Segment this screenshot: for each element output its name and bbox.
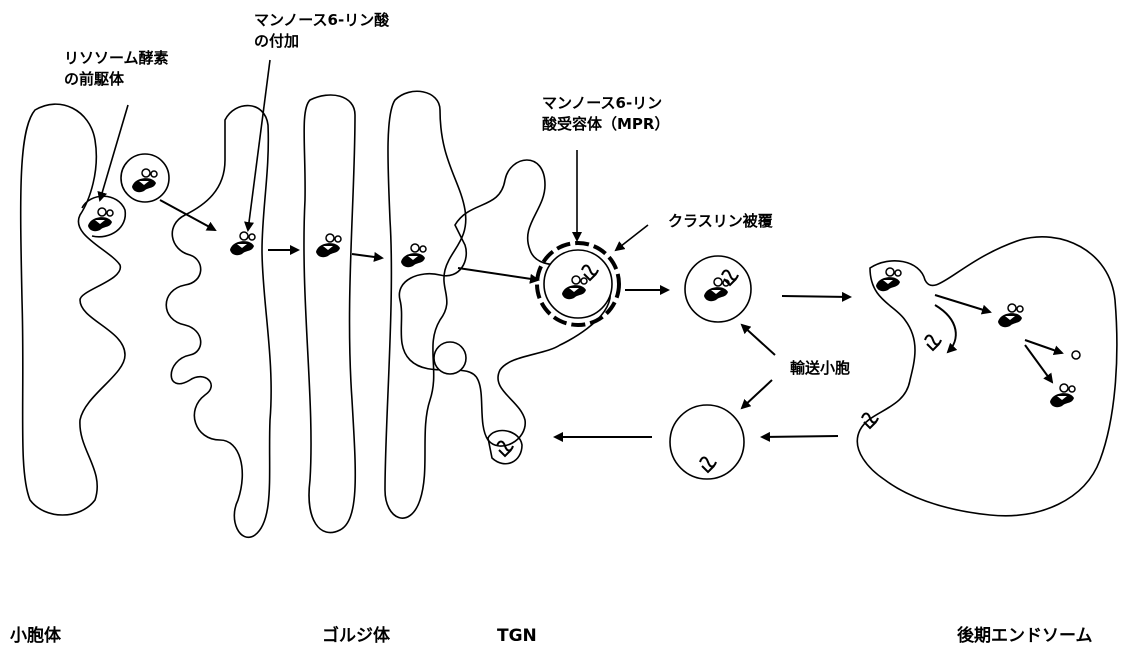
label-lysosomal-enzyme-precursor: リソソーム酵素 の前駆体 [64,48,169,90]
label-clathrin-coat: クラスリン被覆 [668,211,773,232]
compartment-golgi-text: ゴルジ体 [322,626,390,647]
pointer-m6p [248,60,270,230]
label-mpr: マンノース6-リン 酸受容体（MPR） [542,93,669,135]
arrow-label-upper [742,325,775,355]
enzyme-mature [1050,384,1075,407]
golgi-cisterna-2 [304,95,355,533]
er-vesicle [121,154,169,202]
label-m6p-line2: の付加 [254,31,389,52]
label-transport-vesicle: 輸送小胞 [790,358,850,379]
enzyme-released [998,304,1023,327]
label-m6p-line1: マンノース6-リン酸 [254,10,389,31]
compartment-endosome-text: 後期エンドソーム [957,626,1093,647]
arrow-er-to-golgi [160,200,215,230]
enzyme-precursor-er [88,208,113,231]
arrow-to-tgn [458,268,538,280]
arrow-golgi-2-3 [352,254,382,258]
label-pointers [100,60,648,250]
arrow-release [935,295,990,312]
pathway-arrows [160,200,1062,437]
phosphate-released [1072,351,1080,359]
compartment-vesicle-body: 小胞体 [10,626,61,647]
label-mpr-line1: マンノース6-リン [542,93,669,114]
compartment-tgn: TGN [497,626,537,647]
label-clathrin-text: クラスリン被覆 [668,211,773,232]
label-precursor-line1: リソソーム酵素 [64,48,169,69]
tgn-small-vesicle [434,342,466,374]
receptor-endosome-1 [925,336,941,351]
label-mannose6p-addition: マンノース6-リン酸 の付加 [254,10,389,52]
arrow-to-endosome [782,296,850,297]
arrow-mature [1025,345,1052,382]
compartment-vesicle-text: 小胞体 [10,626,61,647]
pointer-clathrin [616,225,648,250]
enzyme-golgi-2 [316,234,341,257]
enzyme-golgi-3 [401,244,426,267]
enzyme-endosome [876,268,901,291]
compartment-golgi: ゴルジ体 [322,626,390,647]
label-vesicle-text: 輸送小胞 [790,358,850,379]
label-precursor-line2: の前駆体 [64,69,169,90]
er-bud [82,196,125,237]
compartment-late-endosome: 後期エンドソーム [957,626,1093,647]
golgi-cisterna-3 [385,91,466,518]
enzyme-golgi-1 [230,232,255,255]
return-vesicle [670,405,744,479]
compartment-tgn-text: TGN [497,626,537,647]
label-mpr-line2: 酸受容体（MPR） [542,114,669,135]
arrow-label-lower [742,380,772,408]
arrow-endosome-to-vesicle [762,436,838,437]
